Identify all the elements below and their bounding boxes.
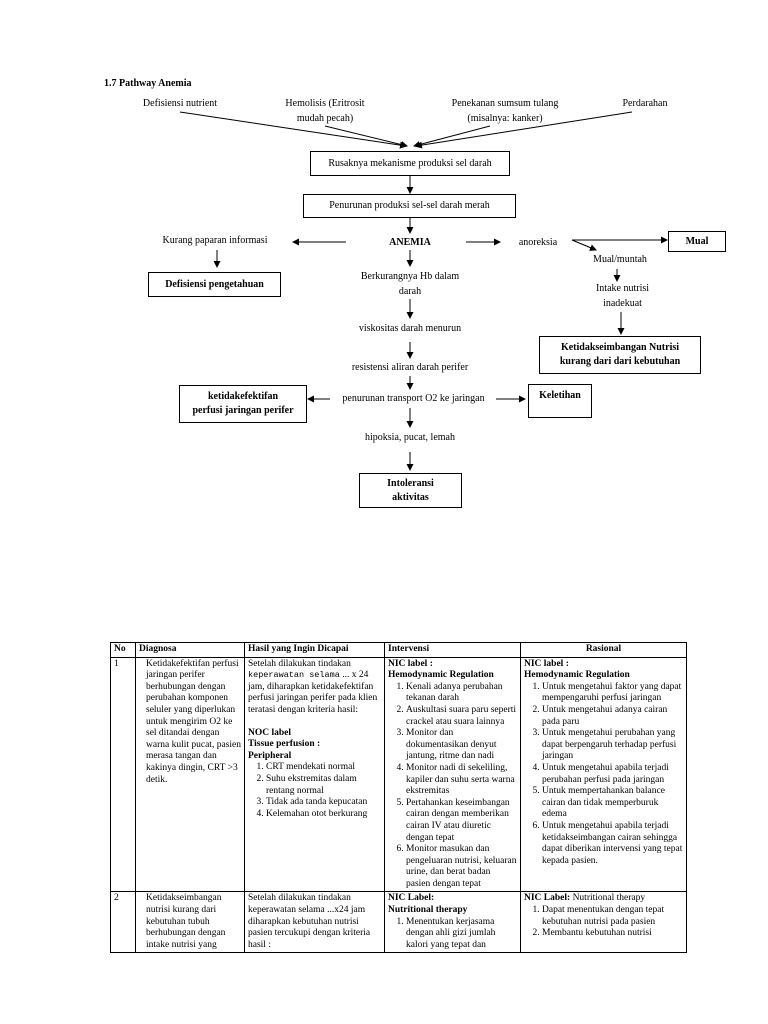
hasil-intro-part1: Setelah dilakukan tindakan [248,658,351,669]
list-item: Membantu kebutuhan nutrisi [542,928,683,940]
cause-penekanan-line2: (misalnya: kanker) [467,113,543,124]
row2-intervention-list: Menentukan kerjasama dengan ahli gizi ju… [388,917,517,952]
list-item: Untuk mengetahui apabila terjadi perubah… [542,763,683,786]
row1-hasil: Setelah dilakukan tindakan keperawatan s… [244,656,385,893]
kurang-paparan-label: Kurang paparan informasi [162,235,268,246]
cause-perdarahan: Perdarahan [622,98,668,109]
mual-muntah-label: Mual/muntah [593,254,647,265]
header-hasil: Hasil yang Ingin Dicapai [244,642,385,658]
row1-diagnosa: Ketidakefektifan perfusi jaringan perife… [135,656,245,893]
care-plan-table: No Diagnosa Hasil yang Ingin Dicapai Int… [110,642,687,954]
nic-title: Hemodynamic Regulation [388,670,494,681]
row2-intervensi: NIC Label: Nutritional therapy Menentuka… [384,891,521,954]
cause-hemolisis-line1: Hemolisis (Eritrosit [285,98,365,109]
viskositas-label: viskositas darah menurun [358,323,462,334]
pathway-connectors [179,111,668,471]
list-item: Monitor dan dokumentasikan denyut jantun… [406,728,517,763]
row2-diagnosa: Ketidakseimbangan nutrisi kurang dari ke… [135,891,245,954]
box-mual: Mual [668,231,726,252]
box-defisiensi-pengetahuan: Defisiensi pengetahuan [148,272,281,297]
rasional-label: NIC label : [524,658,569,669]
penurunan-o2-label: penurunan transport O2 ke jaringan [342,393,485,404]
row2-rasional-heading: NIC Label: Nutritional therapy [524,893,683,905]
box-intoleransi-aktivitas: Intoleransi aktivitas [359,473,462,508]
list-item: Kenali adanya perubahan tekanan darah [406,682,517,705]
rasional-title: Hemodynamic Regulation [524,670,630,681]
row2-nic-label: NIC Label: [388,893,435,904]
list-item: Untuk mengetahui adanya cairan pada paru [542,705,683,728]
list-item: Untuk mengetahui faktor yang dapat mempe… [542,682,683,705]
list-item: CRT mendekati normal [266,762,381,774]
noc-title-line2: Peripheral [248,750,292,761]
list-item: Suhu ekstremitas dalam rentang normal [266,774,381,797]
list-item: Dapat menentukan dengan tepat kebutuhan … [542,905,683,928]
row1-hasil-intro: Setelah dilakukan tindakan keperawatan s… [248,659,381,717]
anemia-label: ANEMIA [389,237,431,248]
box-ketidakefektifan-perfusi: ketidakefektifan perfusi jaringan perife… [179,385,307,423]
cause-defisiensi-nutrient: Defisiensi nutrient [142,98,218,109]
table-row: 2 Ketidakseimbangan nutrisi kurang dari … [110,891,687,954]
cause-hemolisis-line2: mudah pecah) [296,113,354,124]
row2-rasional-title: Nutritional therapy [572,893,646,904]
cause-penekanan-line1: Penekanan sumsum tulang [451,98,559,109]
list-item: Auskultasi suara paru seperti crackel at… [406,705,517,728]
hasil-intro-mono: keperawatan selama [248,670,340,681]
intake-label-line1: Intake nutrisi [595,283,650,294]
nic-label: NIC label : [388,658,433,669]
hb-label-line2: darah [398,286,422,297]
row2-hasil: Setelah dilakukan tindakan keperawatan s… [244,891,385,954]
noc-label: NOC label [248,727,292,738]
list-item: Tidak ada tanda kepucatan [266,797,381,809]
noc-title-line1: Tissue perfusion : [248,739,321,750]
box-penurunan-produksi: Penurunan produksi sel-sel darah merah [303,194,516,218]
list-item: Kelemahan otot berkurang [266,809,381,821]
ketidakefektifan-line1: ketidakefektifan [208,391,278,402]
ketidakefektifan-line2: perfusi jaringan perifer [192,405,294,416]
hipoksia-label: hipoksia, pucat, lemah [365,432,455,443]
row2-rasional-label: NIC Label: [524,893,571,904]
list-item: Menentukan kerjasama dengan ahli gizi ju… [406,917,517,952]
box-ketidakseimbangan: Ketidakseimbangan Nutrisi kurang dari da… [539,336,701,374]
list-item: Pertahankan keseimbangan cairan dengan m… [406,798,517,844]
box-rusaknya: Rusaknya mekanisme produksi sel darah [310,151,510,176]
header-rasional: Rasional [520,642,687,658]
list-item: Untuk mempertahankan balance cairan dan … [542,786,683,821]
criteria-list: CRT mendekati normal Suhu ekstremitas da… [248,762,381,820]
row2-rasional: NIC Label: Nutritional therapy Dapat men… [520,891,687,954]
list-item: Untuk mengetahui perubahan yang dapat be… [542,728,683,763]
box-keletihan: Keletihan [528,384,592,418]
intoleransi-line1: Intoleransi [387,477,434,489]
row1-rasional: NIC label : Hemodynamic Regulation Untuk… [520,656,687,893]
table-row: 1 Ketidakefektifan perfusi jaringan peri… [110,656,687,893]
list-item: Monitor nadi di sekeliling, kapiler dan … [406,763,517,798]
row1-intervensi: NIC label : Hemodynamic Regulation Kenal… [384,656,521,893]
rationale-list: Untuk mengetahui faktor yang dapat mempe… [524,682,683,868]
ketidakseimbangan-line2: kurang dari dari kebutuhan [559,356,681,367]
page-heading: 1.7 Pathway Anemia [104,78,192,89]
row2-no: 2 [110,891,136,954]
header-intervensi: Intervensi [384,642,521,658]
ketidakseimbangan-line1: Ketidakseimbangan Nutrisi [560,342,680,353]
header-diagnosa: Diagnosa [135,642,245,658]
resistensi-label: resistensi aliran darah perifer [351,362,469,373]
row2-nic-title: Nutritional therapy [388,905,468,916]
anoreksia-label: anoreksia [518,237,558,248]
row2-rationale-list: Dapat menentukan dengan tepat kebutuhan … [524,905,683,940]
list-item: Untuk mengetahui apabila terjadi ketidak… [542,821,683,867]
row1-no: 1 [110,656,136,893]
hasil-intro-part2: ... x 24 jam, diharapkan ketidakefektifa… [248,670,378,715]
list-item: Monitor masukan dan pengeluaran nutrisi,… [406,844,517,890]
intervention-list: Kenali adanya perubahan tekanan darah Au… [388,682,517,891]
intake-label-line2: inadekuat [603,298,642,309]
hb-label-line1: Berkurangnya Hb dalam [360,271,460,282]
header-no: No [110,642,136,658]
intoleransi-line2: aktivitas [392,491,429,503]
table-header-row: No Diagnosa Hasil yang Ingin Dicapai Int… [110,642,687,658]
